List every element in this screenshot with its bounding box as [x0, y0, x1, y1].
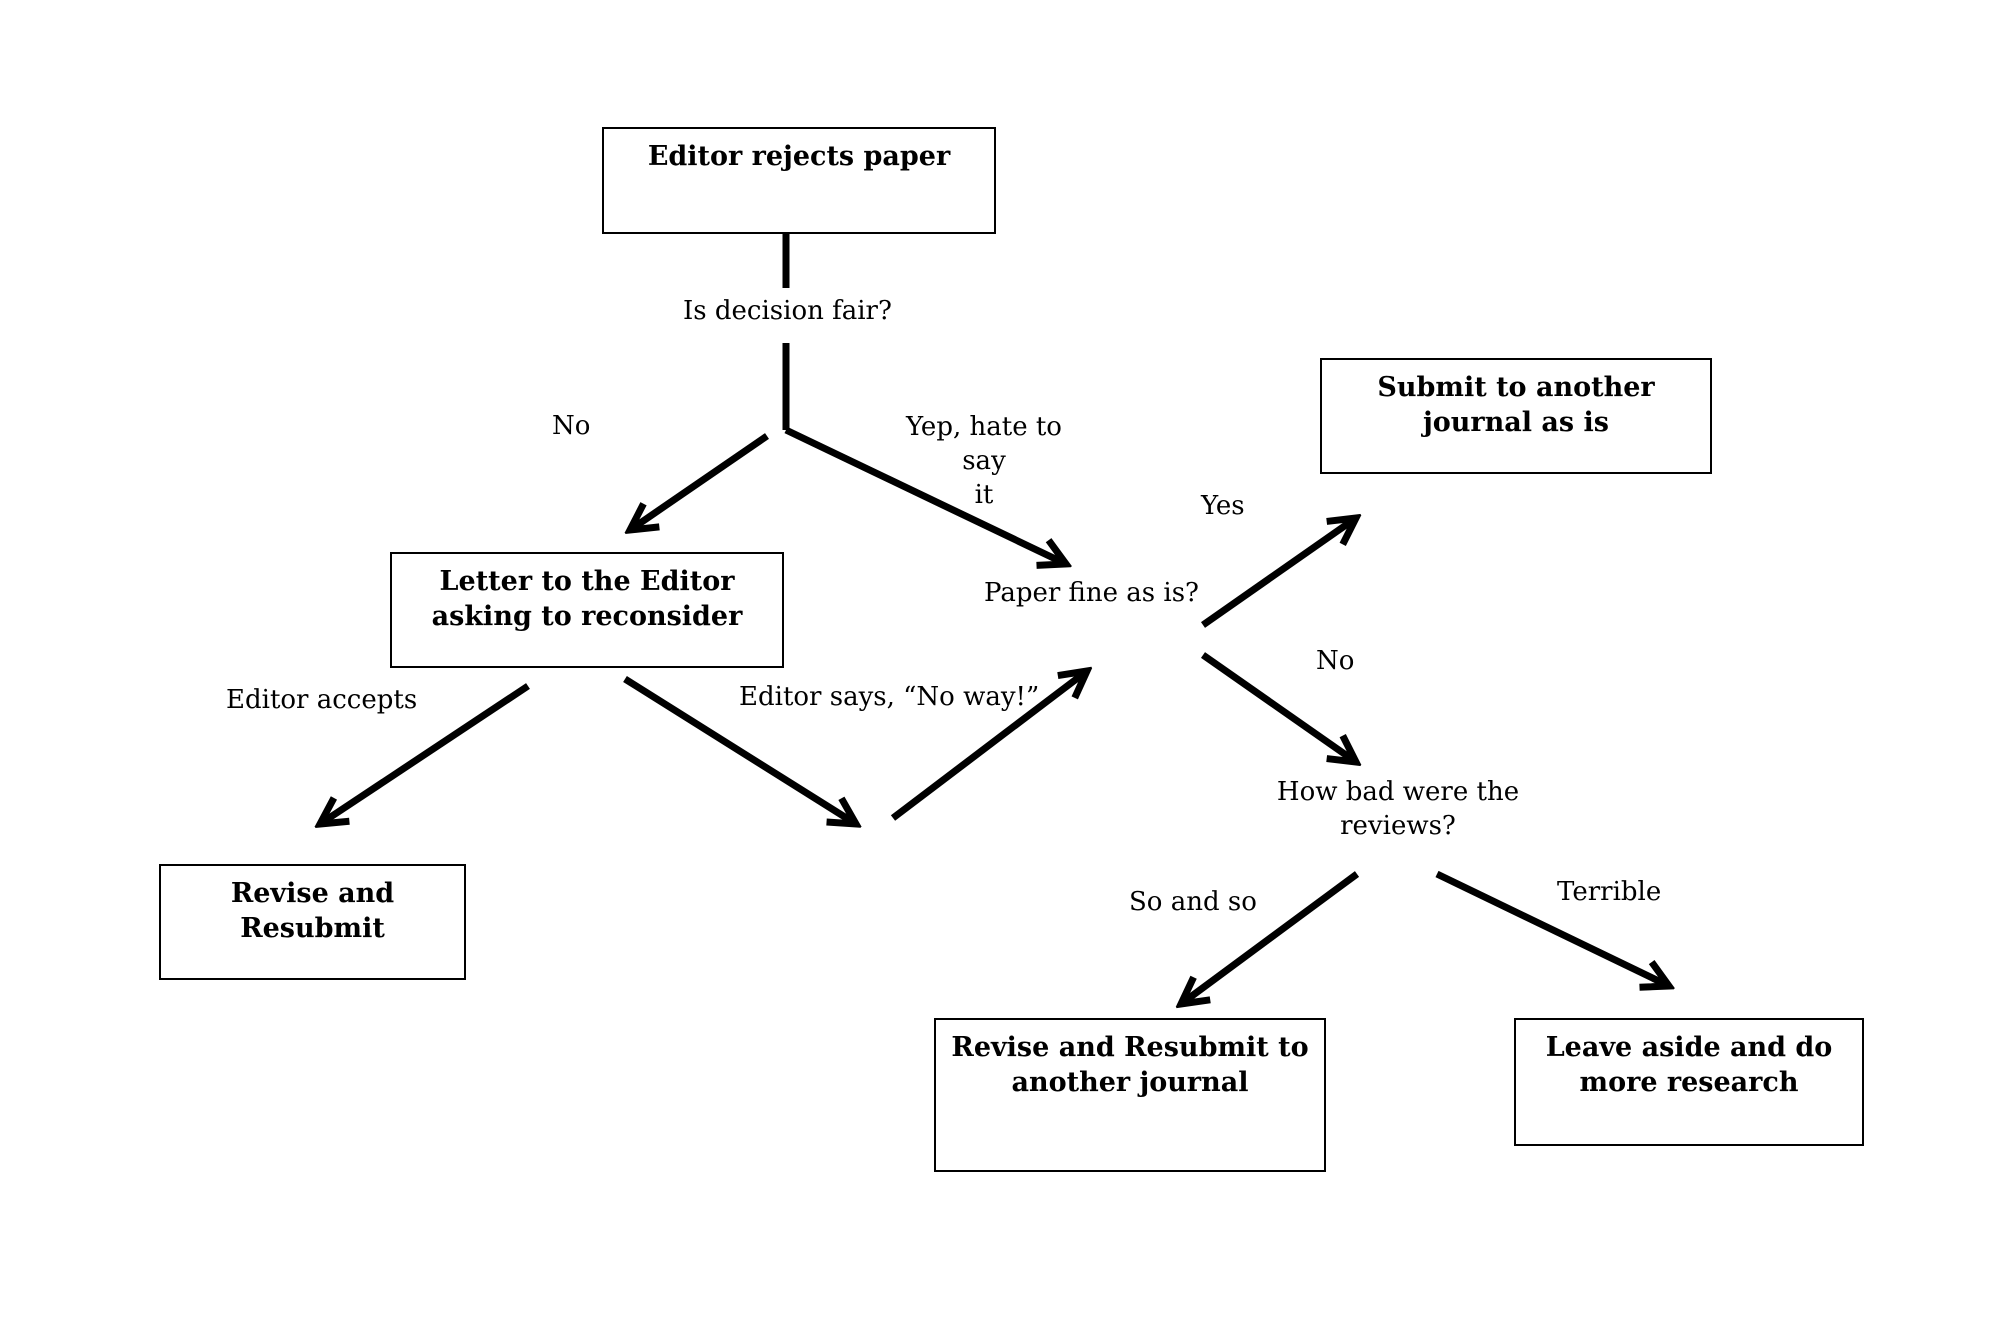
arrow-no-to-letter: [630, 433, 769, 530]
label-is-decision-fair: Is decision fair?: [683, 296, 892, 326]
arrow-no-way-up: [890, 671, 1087, 821]
label-how-bad-reviews: How bad were the reviews?: [1276, 777, 1520, 841]
label-editor-accepts: Editor accepts: [226, 685, 418, 715]
label-no-unfair: No: [552, 411, 591, 441]
node-leave-aside: Leave aside and do more research: [1514, 1018, 1864, 1146]
label-so-and-so: So and so: [1129, 887, 1257, 917]
label-no-not-fine: No: [1316, 646, 1355, 676]
node-revise-resubmit-another: Revise and Resubmit to another journal: [934, 1018, 1326, 1172]
label-yes: Yes: [1201, 491, 1245, 521]
label-paper-fine: Paper fine as is?: [984, 578, 1199, 608]
arrow-so-and-so: [1181, 871, 1360, 1004]
arrow-yep-to-paper-fine: [784, 426, 1066, 564]
arrow-yes-to-submit: [1200, 518, 1356, 628]
node-letter-to-editor: Letter to the Editor asking to reconside…: [390, 552, 784, 668]
label-yep-hate-to-say: Yep, hate to say it: [906, 412, 1062, 510]
label-editor-says-no-way: Editor says, “No way!”: [739, 682, 1040, 712]
arrow-no-to-how-bad: [1200, 652, 1356, 762]
node-editor-rejects: Editor rejects paper: [602, 127, 996, 234]
arrow-no-way-down: [623, 676, 856, 824]
arrow-terrible: [1435, 870, 1669, 986]
node-submit-another: Submit to another journal as is: [1320, 358, 1712, 474]
label-terrible: Terrible: [1557, 877, 1662, 907]
node-revise-resubmit: Revise and Resubmit: [159, 864, 466, 980]
arrow-accepts-to-revise: [320, 683, 530, 824]
